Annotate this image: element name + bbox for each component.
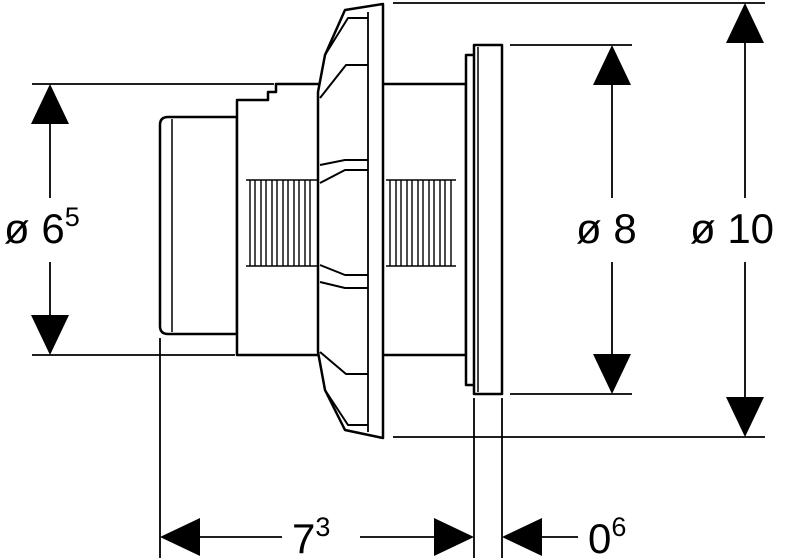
threaded-body (235, 82, 327, 357)
arrowheads (31, 3, 764, 556)
dim-d65-label: ø 65 (4, 202, 80, 252)
thread-right (386, 179, 456, 267)
arrow-right-l73 (434, 518, 474, 556)
dim-d8-label: ø 8 (576, 205, 637, 252)
part-outline (158, 2, 504, 440)
arrow-left-l06 (502, 518, 542, 556)
dim-d10-label: ø 10 (690, 205, 774, 252)
arrow-up-d8 (593, 45, 631, 85)
thread-left (246, 179, 318, 267)
flange-facets (319, 17, 368, 426)
dim-l73-label: 73 (292, 512, 330, 558)
arrow-up-d10 (726, 3, 764, 43)
dim-l06-label: 06 (588, 512, 626, 558)
arrow-down-d65 (31, 315, 69, 355)
arrow-left-l73 (160, 518, 200, 556)
arrow-down-d10 (726, 397, 764, 437)
dimension-lines (32, 2, 765, 558)
flange-nut (316, 2, 385, 440)
arrow-down-d8 (593, 354, 631, 394)
arrow-up-d65 (31, 84, 69, 124)
rear-cap (158, 115, 239, 336)
